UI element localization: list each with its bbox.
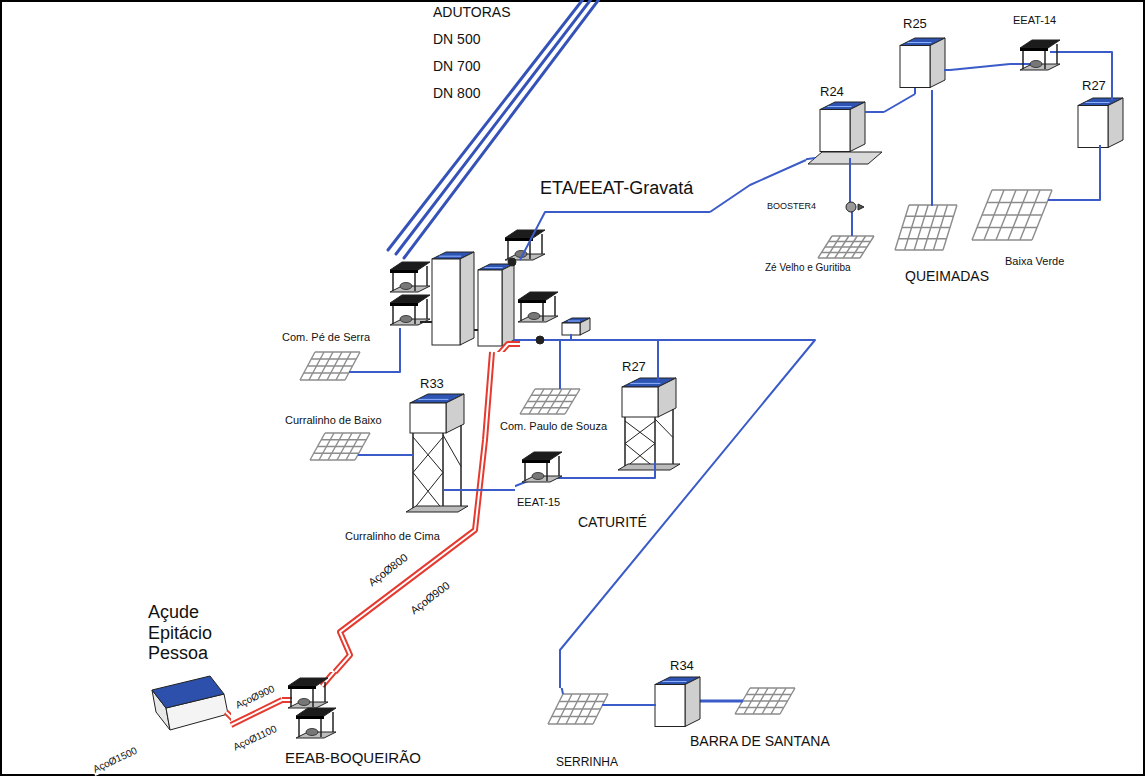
pump-station: EEAT-14 bbox=[1010, 14, 1068, 76]
node-label: R27 bbox=[1082, 79, 1106, 94]
node-label: EEAT-15 bbox=[517, 496, 560, 509]
pipe-size-label: AçoØ1500 bbox=[90, 744, 140, 775]
area-label: DN 700 bbox=[433, 58, 480, 74]
pump-station: EEAB-BOQUEIRÃO bbox=[282, 672, 424, 769]
pipe-line bbox=[622, 704, 648, 706]
reservoir: R25 bbox=[895, 16, 950, 94]
area-label: DN 500 bbox=[433, 31, 480, 47]
pipe-line bbox=[1072, 154, 1100, 200]
treated-water-pipe bbox=[622, 705, 648, 706]
community-grid: Com. Paulo de Souza bbox=[498, 385, 611, 437]
pipe-line bbox=[335, 352, 492, 672]
treated-water-pipe bbox=[388, 455, 405, 456]
raw-water-main bbox=[335, 352, 492, 672]
community-grid: Baixa Verde bbox=[962, 178, 1072, 270]
pipe-size-label: AçoØ1100 bbox=[231, 723, 280, 754]
reservoir: R24 bbox=[806, 84, 884, 170]
trunk-mains bbox=[388, 0, 600, 258]
node-label: Baixa Verde bbox=[1005, 255, 1064, 268]
treated-water-pipe bbox=[468, 490, 515, 491]
node-label: ETA/EEAT-Gravatá bbox=[540, 178, 693, 199]
pipe-line bbox=[1068, 52, 1112, 78]
pipe-line bbox=[851, 218, 853, 232]
node-label: Com. Pé de Serra bbox=[282, 331, 370, 344]
treatment-plant-symbol bbox=[388, 176, 710, 352]
node-label: R27 bbox=[622, 360, 646, 375]
area-label: DN 800 bbox=[433, 85, 480, 101]
node-label: Açude Epitácio Pessoa bbox=[148, 602, 228, 664]
reservoir-symbol bbox=[806, 84, 884, 170]
pipe-line bbox=[849, 170, 851, 196]
pipe-line bbox=[468, 489, 515, 491]
pipe-line bbox=[374, 352, 400, 372]
node-label: R33 bbox=[420, 377, 444, 392]
water-tower-symbol bbox=[405, 376, 468, 516]
pipe-size-label: AçoØ900 bbox=[407, 579, 453, 618]
pipe-line bbox=[560, 340, 815, 688]
node-label: BOOSTER4 bbox=[767, 201, 816, 211]
supply-pipe bbox=[931, 90, 933, 206]
treated-water-pipe bbox=[950, 64, 1010, 70]
treated-water-pipe bbox=[560, 352, 561, 385]
water-tower-symbol bbox=[615, 360, 691, 472]
reservoir: R27 bbox=[1075, 78, 1127, 154]
treated-water-pipe bbox=[575, 472, 655, 478]
community-grid: Com. Pé de Serra bbox=[280, 330, 374, 386]
community-grid: Curralinho de Baixo bbox=[283, 413, 388, 473]
treated-water-pipe bbox=[1072, 154, 1100, 200]
treated-water-pipe bbox=[560, 340, 815, 688]
node-label: R34 bbox=[670, 659, 694, 674]
dam-reservoir: Açude Epitácio Pessoa bbox=[145, 600, 231, 742]
pump-station: EEAT-15 bbox=[515, 450, 575, 512]
treated-water-pipe bbox=[850, 170, 851, 196]
supply-pipe bbox=[700, 700, 743, 703]
area-label: Curralinho de Cima bbox=[345, 530, 440, 543]
pipe-line bbox=[657, 352, 659, 360]
water-tower: R33 bbox=[405, 376, 468, 516]
water-tower: R27 bbox=[615, 360, 691, 472]
pipe-line bbox=[559, 352, 561, 385]
node-label: Com. Paulo de Souza bbox=[500, 420, 607, 433]
pipe-size-label: AçoØ800 bbox=[365, 551, 411, 590]
area-label: QUEIMADAS bbox=[905, 268, 989, 284]
node-label: Curralinho de Baixo bbox=[285, 414, 382, 427]
node-label: SERRINHA bbox=[556, 756, 618, 770]
community-grid: SERRINHA bbox=[538, 688, 622, 772]
node-label: EEAT-14 bbox=[1013, 14, 1056, 27]
community-grid: Zé Velho e Guritiba bbox=[762, 232, 877, 276]
reservoir: R34 bbox=[648, 658, 706, 728]
treated-water-pipe bbox=[658, 352, 659, 360]
pipe-size-label: AçoØ900 bbox=[233, 683, 277, 712]
treated-water-pipe bbox=[374, 352, 400, 372]
treated-water-pipe bbox=[852, 218, 853, 232]
area-label: ADUTORAS bbox=[433, 4, 511, 20]
node-label: R25 bbox=[903, 17, 927, 32]
treated-water-pipe bbox=[1068, 52, 1112, 78]
distribution-grid bbox=[735, 688, 795, 714]
node-label: EEAB-BOQUEIRÃO bbox=[285, 749, 421, 766]
pipe-line bbox=[575, 472, 655, 478]
node-label: Zé Velho e Guritiba bbox=[765, 262, 851, 274]
pipe-line bbox=[884, 94, 915, 112]
pipe-line-core bbox=[335, 352, 492, 672]
distribution-grid bbox=[895, 205, 957, 250]
pipe-line bbox=[950, 64, 1010, 70]
area-label: CATURITÉ bbox=[578, 514, 647, 530]
node-label: R24 bbox=[820, 85, 844, 100]
treatment-plant: ETA/EEAT-Gravatá bbox=[388, 176, 710, 352]
area-label: BARRA DE SANTANA bbox=[690, 733, 830, 749]
pipe-line bbox=[388, 454, 405, 456]
treated-water-pipe bbox=[884, 94, 915, 112]
booster-station: BOOSTER4 bbox=[764, 196, 872, 218]
